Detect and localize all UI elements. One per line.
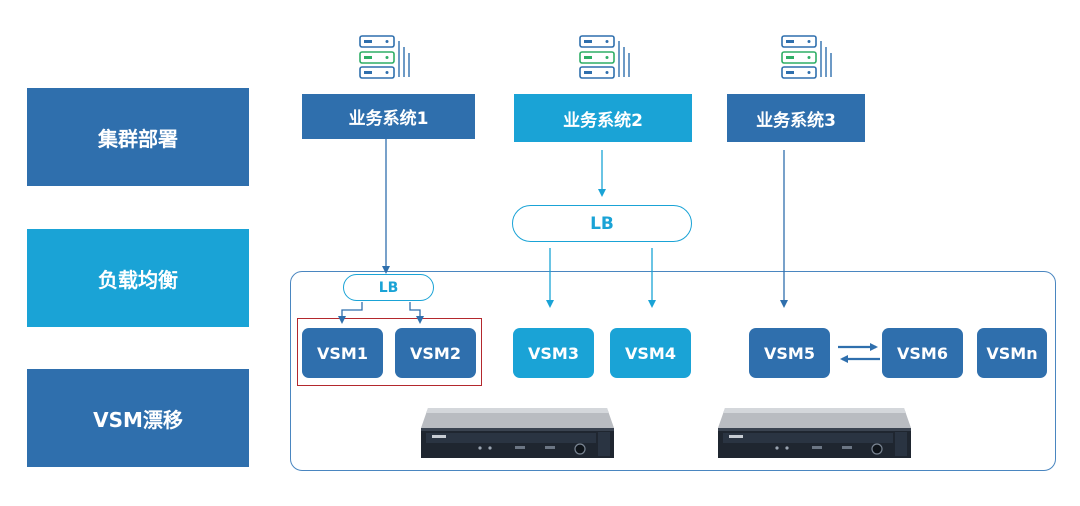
system-label-3: 业务系统3 xyxy=(756,110,836,131)
cluster-frame xyxy=(290,271,1056,471)
vsm-label-2: VSM2 xyxy=(410,343,461,363)
system-label-1: 业务系统1 xyxy=(348,109,429,129)
vsm-box-1: VSM1 xyxy=(302,328,383,378)
arrow-lb-vsm2 xyxy=(409,302,424,324)
vsm-box-3: VSM3 xyxy=(513,328,594,378)
row-label-cluster: 集群部署 xyxy=(27,88,249,186)
highlight-box xyxy=(297,318,482,386)
vsm-box-4: VSM4 xyxy=(610,328,691,378)
server-monitor-icon xyxy=(359,35,410,79)
vsm-label-5: VSM5 xyxy=(764,343,815,363)
load-balancer-center: LB xyxy=(512,205,692,242)
row-label-load-balance: 负载均衡 xyxy=(27,229,249,327)
row-label-cluster-text: 集群部署 xyxy=(98,126,178,151)
vsm-box-5: VSM5 xyxy=(749,328,830,378)
arrow-lb-vsm1 xyxy=(338,302,363,324)
vsm-label-4: VSM4 xyxy=(625,343,676,363)
row-label-vsm-migration-text: VSM漂移 xyxy=(93,407,183,432)
system-box-2: 业务系统2 xyxy=(514,94,692,142)
row-label-load-balance-text: 负载均衡 xyxy=(98,267,178,292)
vsm-label-6: VSM6 xyxy=(897,343,948,363)
rack-server-icon xyxy=(421,408,614,458)
vsm-box-2: VSM2 xyxy=(395,328,476,378)
system-label-2: 业务系统2 xyxy=(563,110,643,131)
vsm-box-n: VSMn xyxy=(977,328,1047,378)
rack-server-icon xyxy=(718,408,911,458)
vsm-box-6: VSM6 xyxy=(882,328,963,378)
load-balancer-center-label: LB xyxy=(590,213,614,234)
row-label-vsm-migration: VSM漂移 xyxy=(27,369,249,467)
vsm-label-1: VSM1 xyxy=(317,343,368,363)
vsm-label-3: VSM3 xyxy=(528,343,579,363)
system-box-1: 业务系统1 xyxy=(302,94,475,139)
system-box-3: 业务系统3 xyxy=(727,94,865,142)
server-monitor-icon xyxy=(579,35,630,79)
load-balancer-left-label: LB xyxy=(378,279,399,296)
vsm-label-n: VSMn xyxy=(986,343,1038,363)
server-monitor-icon xyxy=(781,35,832,79)
load-balancer-left: LB xyxy=(343,274,434,301)
